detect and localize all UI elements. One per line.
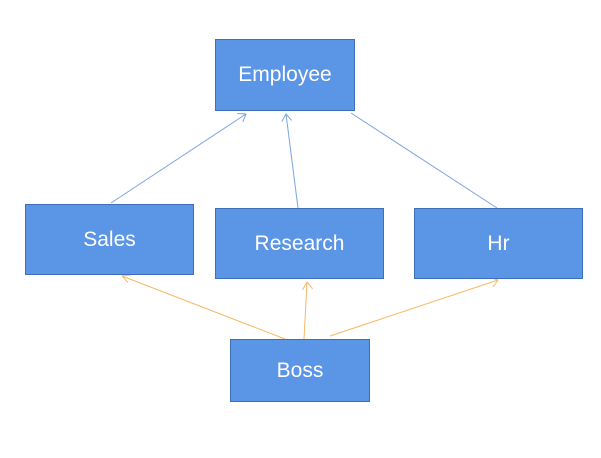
node-hr-label: Hr	[487, 231, 510, 255]
edge-research-to-employee	[281, 113, 299, 209]
node-employee-label: Employee	[238, 63, 332, 86]
edge-sales-to-employee	[110, 113, 247, 204]
node-research-label: Research	[254, 231, 345, 255]
node-research[interactable]: Research	[215, 208, 384, 279]
arrowhead-icon	[302, 281, 313, 291]
edge-boss-to-research	[302, 281, 313, 340]
arrowhead-icon	[237, 113, 247, 123]
node-hr[interactable]: Hr	[414, 208, 583, 279]
node-sales-label: Sales	[83, 227, 136, 251]
arrowhead-icon	[120, 274, 131, 283]
arrowhead-icon	[281, 113, 292, 122]
edge-boss-to-hr	[329, 276, 499, 337]
node-boss[interactable]: Boss	[230, 339, 370, 402]
node-boss-label: Boss	[276, 358, 324, 382]
node-sales[interactable]: Sales	[25, 204, 194, 275]
edge-boss-to-sales	[120, 274, 286, 340]
node-employee[interactable]: Employee	[215, 39, 355, 111]
edge-hr-to-employee	[350, 112, 498, 209]
